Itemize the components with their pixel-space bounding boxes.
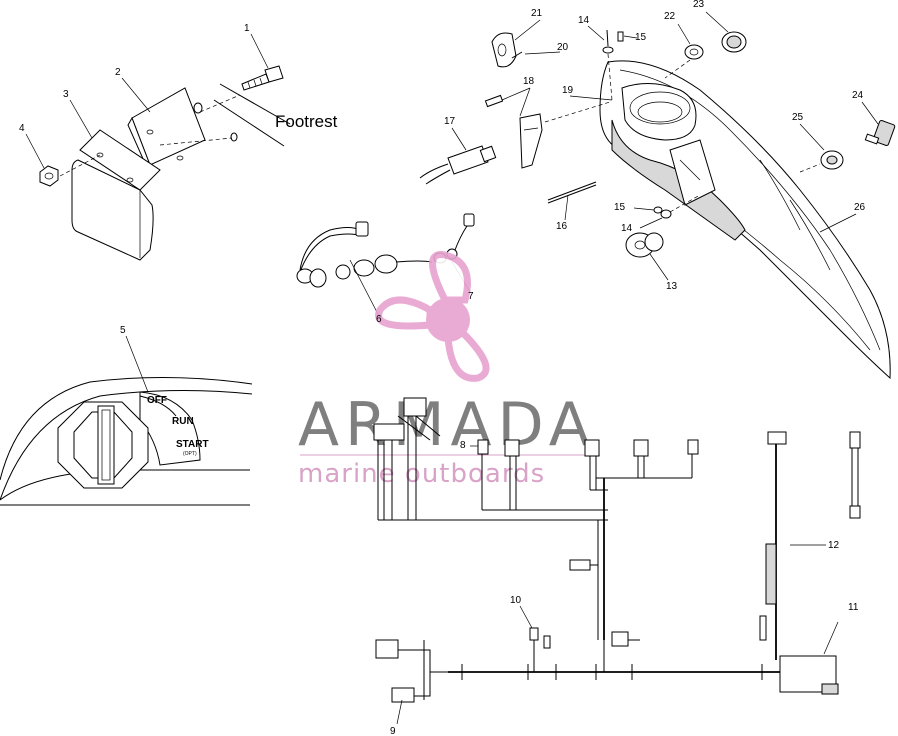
callout-c14a: 14	[578, 15, 590, 26]
bracket-part	[491, 19, 561, 68]
switch-start-label: START	[176, 439, 209, 450]
callout-c23: 23	[693, 0, 705, 10]
watermark-brand: ARMADA	[298, 390, 596, 460]
callout-c18: 18	[523, 76, 535, 87]
callout-c4: 4	[19, 123, 25, 134]
sensor-part	[419, 87, 613, 185]
callout-c12: 12	[828, 540, 840, 551]
key-switch-harness	[296, 213, 475, 319]
key-and-grommet	[799, 101, 896, 233]
callout-c20: 20	[557, 42, 569, 53]
callout-c5: 5	[120, 325, 126, 336]
switch-start-sub-label: (OPT)	[183, 451, 197, 457]
propeller-logo	[375, 251, 490, 382]
footrest-assembly	[25, 33, 291, 261]
callout-c14b: 14	[621, 223, 633, 234]
callout-c15b: 15	[614, 202, 626, 213]
callout-c17: 17	[444, 116, 456, 127]
callout-c11: 11	[848, 602, 859, 613]
callout-c7: 7	[468, 291, 474, 302]
callout-c3: 3	[63, 89, 69, 100]
bolt-part	[241, 65, 284, 91]
fasteners-top	[587, 25, 638, 101]
callout-c25: 25	[792, 112, 804, 123]
callout-c15a: 15	[635, 32, 647, 43]
callout-c21: 21	[531, 8, 543, 19]
callout-c16: 16	[556, 221, 568, 232]
switch-run-label: RUN	[172, 416, 194, 427]
grommets-top	[664, 11, 747, 79]
wiring-harness	[373, 397, 861, 725]
callout-c24: 24	[852, 90, 864, 101]
callout-c2: 2	[115, 67, 121, 78]
callout-c1: 1	[244, 23, 250, 34]
callout-c10: 10	[510, 595, 522, 606]
callout-c6: 6	[376, 314, 382, 325]
nut-part	[39, 165, 59, 187]
console-cover	[599, 60, 891, 380]
footrest-label: Footrest	[275, 112, 338, 131]
callout-c22: 22	[664, 11, 676, 22]
callout-c8: 8	[460, 440, 466, 451]
lower-fasteners	[547, 181, 701, 281]
callout-c19: 19	[562, 85, 574, 96]
watermark-tagline: marine outboards	[298, 459, 545, 489]
spacer-part	[79, 129, 161, 191]
ignition-switch-panel	[0, 376, 253, 506]
switch-off-label: OFF	[147, 395, 167, 406]
footrest-pad	[71, 159, 154, 261]
callout-c26: 26	[854, 202, 866, 213]
callout-c9: 9	[390, 726, 396, 736]
callout-c13: 13	[666, 281, 678, 292]
leader-5	[125, 335, 149, 393]
